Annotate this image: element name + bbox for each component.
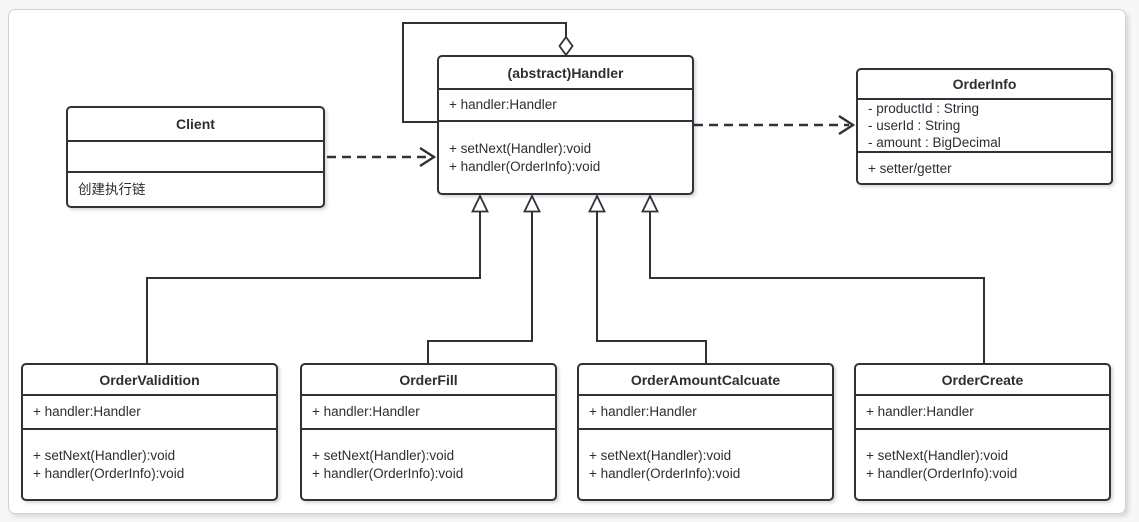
method-line: + setter/getter [868,160,952,176]
method-line: + setNext(Handler):void [449,140,592,156]
attr-line: + handler:Handler [589,404,697,419]
method-line: + handler(OrderInfo):void [589,465,741,481]
class-box-ordervalidition: OrderValidition + handler:Handler + setN… [21,363,278,501]
class-title: OrderInfo [858,70,1111,100]
class-methods: + setter/getter [858,153,1111,184]
method-line: + setNext(Handler):void [589,447,732,463]
attr-line: + handler:Handler [449,97,557,112]
class-title: Client [68,108,323,142]
method-line: + handler(OrderInfo):void [312,465,464,481]
class-attrs: - productId : String - userId : String -… [858,100,1111,153]
class-methods: + setNext(Handler):void + handler(OrderI… [856,430,1109,499]
attr-line: + handler:Handler [866,404,974,419]
class-title: OrderCreate [856,365,1109,396]
orderfill-inheritance-line [427,211,533,363]
method-line: + handler(OrderInfo):void [866,465,1018,481]
class-attrs: + handler:Handler [302,396,555,430]
class-box-ordercreate: OrderCreate + handler:Handler + setNext(… [854,363,1111,501]
class-attrs: + handler:Handler [439,90,692,122]
client-to-handler-arrowhead-icon [419,146,437,168]
method-line: + handler(OrderInfo):void [449,158,601,174]
class-title: OrderValidition [23,365,276,396]
attr-line: - productId : String [868,101,980,116]
aggregation-diamond-icon [558,35,574,57]
handler-to-orderinfo-arrowhead-icon [838,114,856,136]
class-attrs: + handler:Handler [856,396,1109,430]
handler-self-aggregation-line [402,22,567,123]
class-note-text: 创建执行链 [78,181,146,197]
method-line: + setNext(Handler):void [312,447,455,463]
method-line: + handler(OrderInfo):void [33,465,185,481]
class-methods: + setNext(Handler):void + handler(OrderI… [439,122,692,193]
ordercreate-triangle-arrow-icon [641,193,659,213]
class-note: 创建执行链 [68,173,323,206]
attr-line: - amount : BigDecimal [868,135,1001,150]
method-line: + setNext(Handler):void [33,447,176,463]
attr-line: + handler:Handler [312,404,420,419]
class-box-client: Client 创建执行链 [66,106,325,208]
class-box-orderamountcalcuate: OrderAmountCalcuate + handler:Handler + … [577,363,834,501]
class-box-orderinfo: OrderInfo - productId : String - userId … [856,68,1113,185]
class-methods: + setNext(Handler):void + handler(OrderI… [302,430,555,499]
ordervalidition-inheritance-line [146,211,481,363]
attr-line: - userId : String [868,118,961,133]
ordercreate-inheritance-line [649,211,985,363]
orderamountcalcuate-triangle-arrow-icon [588,193,606,213]
class-box-handler: (abstract)Handler + handler:Handler + se… [437,55,694,195]
class-methods: + setNext(Handler):void + handler(OrderI… [579,430,832,499]
class-attrs: + handler:Handler [23,396,276,430]
orderamountcalcuate-inheritance-line [596,211,707,363]
class-attrs: + handler:Handler [579,396,832,430]
class-methods: + setNext(Handler):void + handler(OrderI… [23,430,276,499]
orderfill-triangle-arrow-icon [523,193,541,213]
class-title: OrderFill [302,365,555,396]
class-attrs-empty [68,142,323,173]
method-line: + setNext(Handler):void [866,447,1009,463]
ordervalidition-triangle-arrow-icon [471,193,489,213]
attr-line: + handler:Handler [33,404,141,419]
class-box-orderfill: OrderFill + handler:Handler + setNext(Ha… [300,363,557,501]
class-title: (abstract)Handler [439,57,692,90]
class-title: OrderAmountCalcuate [579,365,832,396]
